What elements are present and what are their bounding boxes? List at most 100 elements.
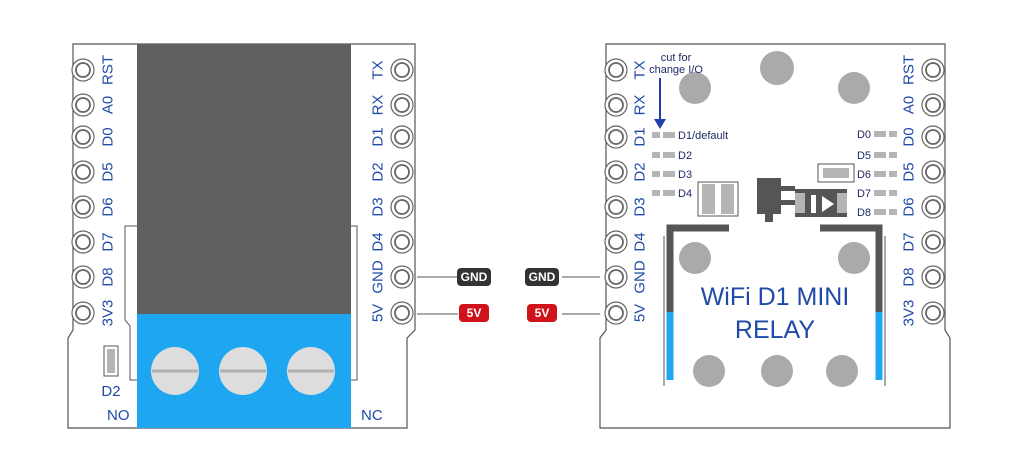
d2-jumper-fill — [107, 349, 115, 373]
transistor-tab — [781, 186, 795, 191]
pin-hole — [394, 97, 410, 113]
right-board-left-pin-hole-tx — [604, 58, 628, 82]
left-board-right-pin-label-rx: RX — [370, 95, 387, 116]
connections: GND 5V GND 5V — [417, 268, 600, 322]
gnd-tag-left-label: GND — [461, 270, 488, 284]
pin-hole — [608, 62, 624, 78]
jumper-d3: D3 — [652, 169, 692, 181]
jumper-d6: D6 — [857, 169, 897, 181]
right-board-right-pin-label-d6: D6 — [901, 197, 918, 216]
diode-arrow — [822, 196, 834, 212]
v5-tag-left-label: 5V — [467, 306, 482, 320]
left-board-right-pin-label-tx: TX — [370, 60, 387, 79]
jumper-label: D8 — [857, 207, 871, 219]
transistor-pin — [765, 214, 773, 222]
jumper-pad — [874, 190, 886, 196]
pin-hole — [394, 62, 410, 78]
left-board-left-pin-hole-d0 — [71, 125, 95, 149]
pin-hole — [75, 62, 91, 78]
jumper-pad — [652, 171, 660, 177]
pin-hole — [75, 234, 91, 250]
relay-body — [137, 44, 351, 314]
d2-jumper-label: D2 — [101, 383, 120, 400]
jumper-d0: D0 — [857, 129, 897, 141]
pin-hole — [925, 97, 941, 113]
pin-hole — [394, 269, 410, 285]
jumper-d1-default: D1/default — [652, 130, 728, 142]
left-board-left-pin-label-d0: D0 — [100, 127, 117, 146]
diode-pad — [795, 193, 805, 213]
pin-hole — [925, 234, 941, 250]
resistor-pad — [702, 184, 715, 214]
left-board-right-pin-hole-rx — [390, 93, 414, 117]
pin-hole — [608, 199, 624, 215]
jumper-pad — [874, 171, 886, 177]
pin-hole — [394, 164, 410, 180]
right-board-right-pin-hole-d7 — [921, 230, 945, 254]
led-fill — [823, 168, 849, 178]
right-board-right-pin-hole-d6 — [921, 195, 945, 219]
left-board-left-pin-label-a0: A0 — [100, 96, 117, 114]
left-board-left-pin-hole-d6 — [71, 195, 95, 219]
right-board-left-pin-label-d3: D3 — [632, 197, 649, 216]
smd-components — [697, 163, 855, 222]
right-board-right-pin-hole-d5 — [921, 160, 945, 184]
right-board-right-pin-hole-d8 — [921, 265, 945, 289]
pin-hole — [75, 97, 91, 113]
mount-circle — [761, 355, 793, 387]
terminal-screw — [219, 347, 267, 395]
left-board-left-pin-hole-d5 — [71, 160, 95, 184]
left-board-right-pin-hole-d2 — [390, 160, 414, 184]
pin-hole — [608, 234, 624, 250]
pin-hole — [608, 269, 624, 285]
jumper-pad — [889, 171, 897, 177]
jumper-pad — [874, 131, 886, 137]
right-board-right-pin-label-d8: D8 — [901, 267, 918, 286]
jumper-pad — [889, 131, 897, 137]
jumper-label: D0 — [857, 129, 871, 141]
left-board-right-pin-hole-d1 — [390, 125, 414, 149]
gnd-tag-right — [525, 268, 559, 286]
right-board-right-pin-label-rst: RST — [901, 55, 918, 85]
jumper-pad — [652, 190, 660, 196]
mounting-circles — [679, 51, 870, 387]
jumper-pad — [663, 171, 675, 177]
pin-hole — [75, 129, 91, 145]
v5-tag-right — [527, 304, 557, 322]
jumper-label: D2 — [678, 150, 692, 162]
pin-hole — [608, 129, 624, 145]
left-board-right-pin-hole-tx — [390, 58, 414, 82]
mount-circle — [679, 242, 711, 274]
jumper-pad — [874, 152, 886, 158]
left-board-right-pin-hole-gnd — [390, 265, 414, 289]
jumper-label: D7 — [857, 188, 871, 200]
right-board-left-pin-hole-rx — [604, 93, 628, 117]
jumper-d8: D8 — [857, 207, 897, 219]
gnd-tag-left — [457, 268, 491, 286]
resistor-pad — [721, 184, 734, 214]
left-board-right-pin-hole-d3 — [390, 195, 414, 219]
left-board-right-pin-hole-5v — [390, 301, 414, 325]
mount-circle — [760, 51, 794, 85]
pin-hole — [75, 164, 91, 180]
mount-circle — [693, 355, 725, 387]
right-board-right-pin-hole-rst — [921, 58, 945, 82]
mount-circle — [826, 355, 858, 387]
jumper-label: D3 — [678, 169, 692, 181]
jumper-pad — [652, 132, 660, 138]
terminal-nc-label: NC — [361, 407, 383, 424]
right-board-right-pin-label-d7: D7 — [901, 232, 918, 251]
right-board-right-pin-label-d0: D0 — [901, 127, 918, 146]
right-board-right-pin-hole-3v3 — [921, 301, 945, 325]
pin-hole — [925, 62, 941, 78]
right-board-left-pin-label-rx: RX — [632, 95, 649, 116]
right-board-right-pin-hole-d0 — [921, 125, 945, 149]
jumper-pad — [874, 209, 886, 215]
pin-hole — [925, 199, 941, 215]
mount-circle — [838, 242, 870, 274]
right-board-left-pin-hole-d2 — [604, 160, 628, 184]
left-board-left-pin-label-d8: D8 — [100, 267, 117, 286]
